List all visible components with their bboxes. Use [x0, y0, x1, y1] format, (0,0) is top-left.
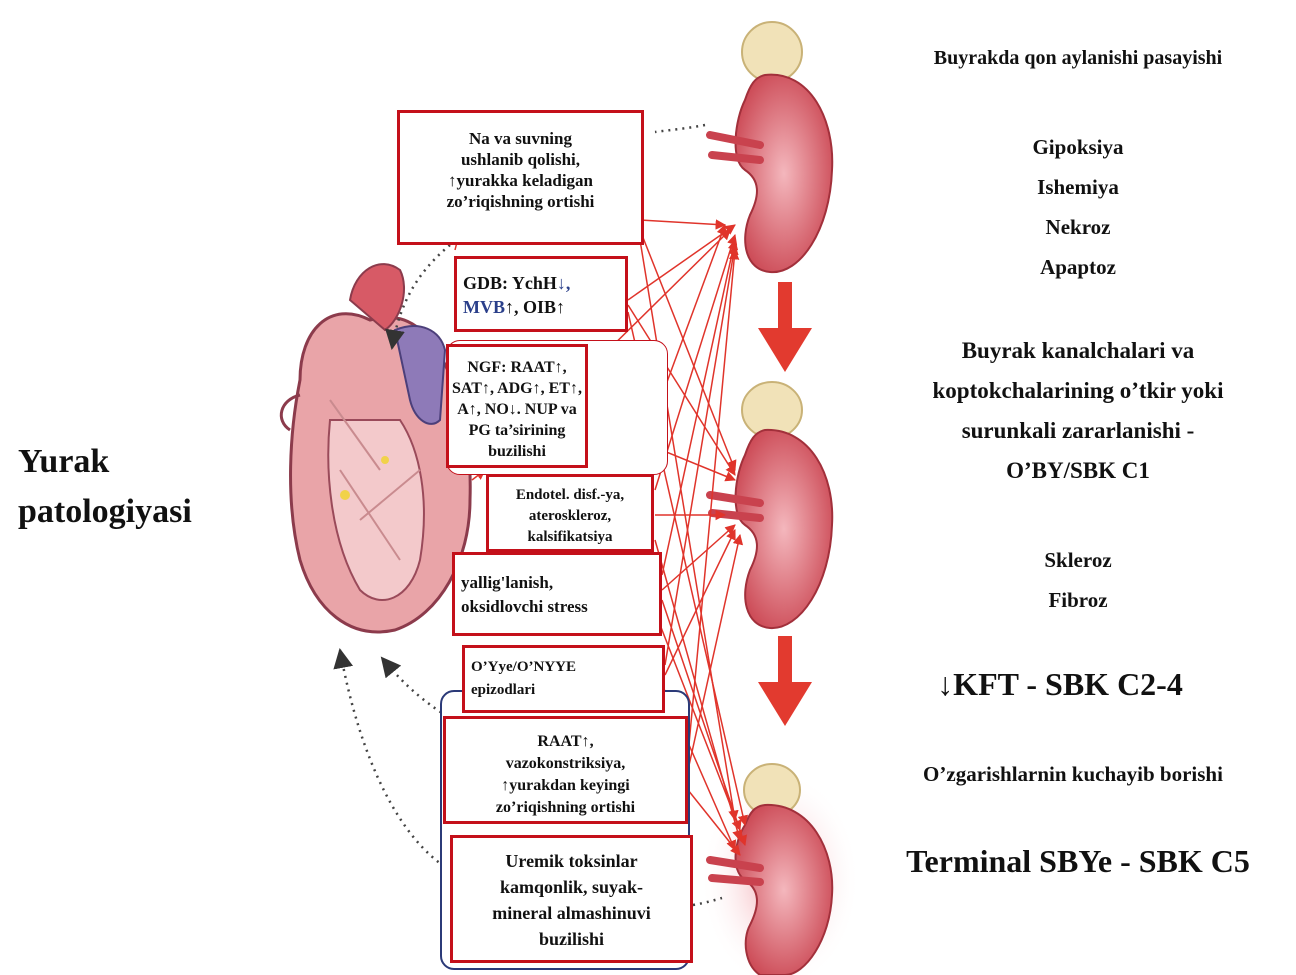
- gdb-arrow: ↓,: [557, 273, 571, 293]
- right-r4-line: Skleroz: [860, 540, 1296, 580]
- left-title-line2: patologiyasi: [18, 487, 192, 537]
- right-r5: ↓KFT - SBK C2-4: [890, 666, 1230, 703]
- box-ngf-line: SAT↑, ADG↑, ET↑,: [449, 378, 585, 399]
- heart-illustration: [281, 264, 470, 632]
- box-uremic-line: buzilishi: [453, 926, 690, 952]
- kidney-bottom: [700, 764, 860, 975]
- right-r2-line: Ishemiya: [860, 167, 1296, 207]
- box-na-water-retention: Na va suvning ushlanib qolishi, ↑yurakka…: [397, 110, 644, 245]
- box-endotel-line: Endotel. disf.-ya,: [489, 485, 651, 506]
- box-gdb: GDB: YchH↓, MVB↑, OIB↑: [454, 256, 628, 332]
- box-raat-line: RAAT↑,: [446, 731, 685, 753]
- right-r6: O’zgarishlarnin kuchayib borishi: [850, 762, 1296, 787]
- gdb-rest: ↑, OIB↑: [505, 297, 565, 317]
- box-ngf-line: PG ta’sirining: [449, 420, 585, 441]
- kidney-top: [710, 22, 832, 272]
- right-r2-line: Apaptoz: [860, 247, 1296, 287]
- box-oye-line: epizodlari: [471, 679, 662, 702]
- gdb-mvb: MVB: [463, 297, 505, 317]
- box-uremic-line: mineral almashinuvi: [453, 900, 690, 926]
- right-r3-line: koptokchalarining o’tkir yoki: [860, 371, 1296, 411]
- box-ngf-line: A↑, NO↓. NUP va: [449, 399, 585, 420]
- gdb-prefix: GDB: YchH: [463, 273, 557, 293]
- right-r3: Buyrak kanalchalari va koptokchalarining…: [860, 331, 1296, 491]
- box-gdb-line1: GDB: YchH↓,: [463, 271, 625, 295]
- box-na-line: Na va suvning: [400, 128, 641, 149]
- right-r4-line: Fibroz: [860, 580, 1296, 620]
- box-ngf: NGF: RAAT↑, SAT↑, ADG↑, ET↑, A↑, NO↓. NU…: [446, 344, 588, 468]
- left-title: Yurak patologiyasi: [18, 437, 192, 537]
- left-title-line1: Yurak: [18, 437, 192, 487]
- box-raat: RAAT↑, vazokonstriksiya, ↑yurakdan keyin…: [443, 716, 688, 824]
- box-na-line: ushlanib qolishi,: [400, 149, 641, 170]
- box-na-line: ↑yurakka keladigan: [400, 170, 641, 191]
- box-endotel: Endotel. disf.-ya, ateroskleroz, kalsifi…: [486, 474, 654, 552]
- right-r4: Skleroz Fibroz: [860, 540, 1296, 620]
- right-r2: Gipoksiya Ishemiya Nekroz Apaptoz: [860, 127, 1296, 287]
- box-inflam-line: yallig'lanish,: [461, 571, 659, 595]
- box-ngf-line: NGF: RAAT↑,: [449, 357, 585, 378]
- box-endotel-line: kalsifikatsiya: [489, 527, 651, 548]
- box-raat-line: vazokonstriksiya,: [446, 753, 685, 775]
- box-raat-line: zo’riqishning ortishi: [446, 797, 685, 819]
- box-inflam-line: oksidlovchi stress: [461, 595, 659, 619]
- right-r3-line: surunkali zararlanishi -: [860, 411, 1296, 451]
- box-oye-episodes: O’Yye/O’NYYE epizodlari: [462, 645, 665, 713]
- box-ngf-line: buzilishi: [449, 441, 585, 462]
- box-oye-line: O’Yye/O’NYYE: [471, 656, 662, 679]
- right-r1: Buyrakda qon aylanishi pasayishi: [860, 47, 1296, 70]
- right-r7: Terminal SBYe - SBK C5: [860, 843, 1296, 880]
- box-uremic-line: kamqonlik, suyak-: [453, 874, 690, 900]
- box-uremic: Uremik toksinlar kamqonlik, suyak- miner…: [450, 835, 693, 963]
- right-r3-line: O’BY/SBK C1: [860, 451, 1296, 491]
- right-r3-line: Buyrak kanalchalari va: [860, 331, 1296, 371]
- box-uremic-line: Uremik toksinlar: [453, 848, 690, 874]
- box-endotel-line: ateroskleroz,: [489, 506, 651, 527]
- right-r2-line: Nekroz: [860, 207, 1296, 247]
- box-raat-line: ↑yurakdan keyingi: [446, 775, 685, 797]
- box-inflammation: yallig'lanish, oksidlovchi stress: [452, 552, 662, 636]
- box-gdb-line2: MVB↑, OIB↑: [463, 295, 625, 319]
- right-r2-line: Gipoksiya: [860, 127, 1296, 167]
- box-na-line: zo’riqishning ortishi: [400, 191, 641, 212]
